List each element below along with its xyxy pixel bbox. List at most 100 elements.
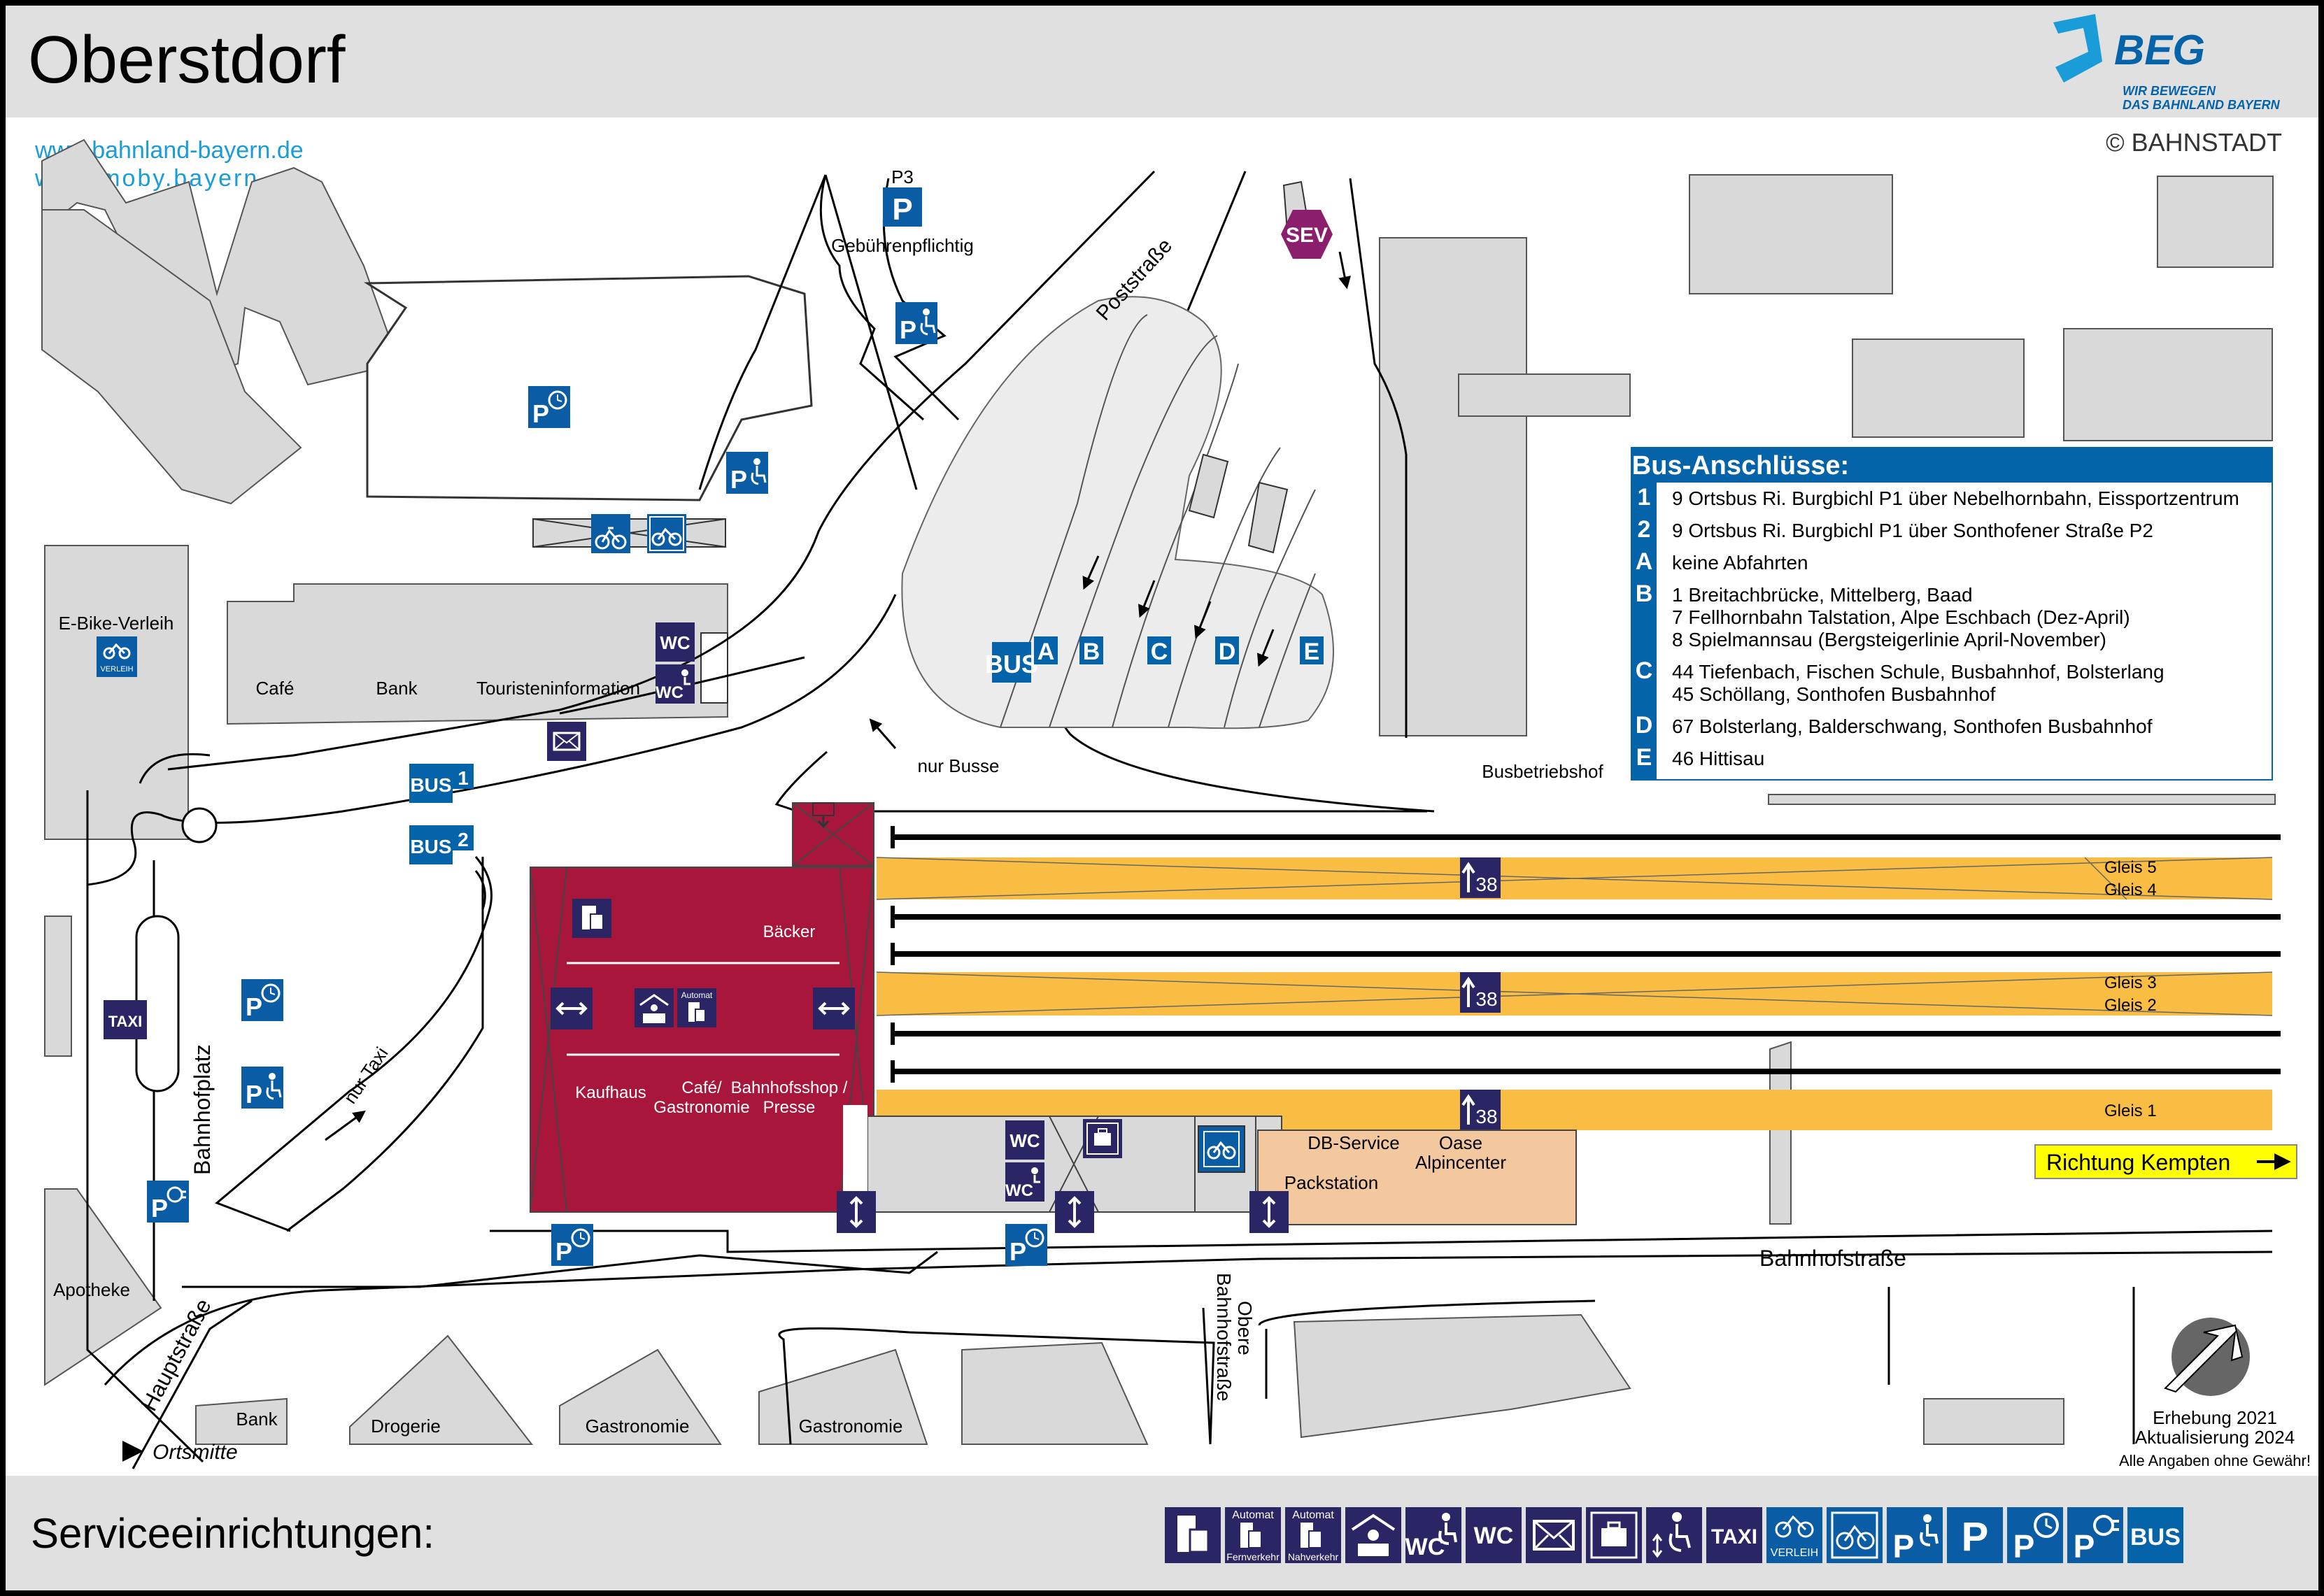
svg-text:Richtung Kempten: Richtung Kempten: [2046, 1150, 2230, 1175]
tracks: [876, 826, 2281, 1130]
label-bank-2: Bank: [236, 1409, 278, 1430]
ev-charging-parking-icon[interactable]: P: [147, 1181, 189, 1223]
ticket-counter-icon: [1345, 1507, 1401, 1563]
label-disclaimer: Alle Angaben ohne Gewähr!: [2119, 1452, 2311, 1469]
short-term-parking-icon[interactable]: P: [1005, 1224, 1047, 1266]
ticket-machine-icon[interactable]: [572, 899, 611, 938]
accessible-wc-icon[interactable]: WC: [1005, 1162, 1044, 1202]
svg-text:WC: WC: [1009, 1130, 1040, 1151]
roundabout: [181, 807, 218, 843]
accessible-parking-icon[interactable]: P: [241, 1067, 283, 1109]
short-term-parking-icon: P: [2007, 1507, 2063, 1565]
bus-stop-icon: BUS: [2127, 1507, 2183, 1563]
bay-c: C: [1151, 639, 1168, 665]
bus-route-line: 9 Ortsbus Ri. Burgbichl P1 über Nebelhor…: [1672, 487, 2239, 509]
svg-text:Fernverkehr: Fernverkehr: [1226, 1551, 1280, 1562]
svg-text:SEV: SEV: [1286, 224, 1328, 247]
bike-parking-icon[interactable]: [647, 514, 686, 553]
label-drogerie: Drogerie: [371, 1416, 441, 1437]
svg-text:P: P: [730, 465, 747, 494]
svg-text:38: 38: [1475, 988, 1497, 1010]
short-term-parking-icon[interactable]: P: [241, 979, 283, 1021]
background-buildings: [41, 138, 2276, 1445]
header-bar: [6, 6, 2318, 117]
label-apotheke: Apotheke: [53, 1279, 130, 1300]
mailbox-icon[interactable]: [547, 722, 586, 761]
parking-icon-p3[interactable]: P: [883, 187, 922, 227]
underpass-2-icon[interactable]: [1055, 1191, 1094, 1233]
logo-tagline-2: DAS BAHNLAND BAYERN: [2123, 98, 2281, 112]
label-bahnhofplatz: Bahnhofplatz: [190, 1044, 215, 1175]
svg-text:Automat: Automat: [1292, 1509, 1334, 1521]
bike-parking-icon[interactable]: [1198, 1125, 1245, 1173]
accessible-lift-icon: [1646, 1507, 1702, 1563]
bus-route-line: keine Abfahrten: [1672, 552, 1808, 573]
underpass-1-icon[interactable]: [837, 1191, 876, 1233]
short-term-parking-icon[interactable]: P: [528, 386, 570, 428]
bike-parking-icon: [1827, 1507, 1883, 1563]
luggage-locker-icon: [1586, 1507, 1642, 1563]
north-arrow-icon: [2164, 1318, 2250, 1396]
bus-table-title: Bus-Anschlüsse:: [1632, 451, 1849, 480]
svg-text:WC: WC: [660, 632, 690, 653]
label-gastronomie-1: Gastronomie: [586, 1416, 690, 1437]
logo-tagline-1: WIR BEWEGEN: [2123, 84, 2216, 98]
stairs-down-icon: [812, 802, 835, 829]
svg-text:WC: WC: [1005, 1181, 1033, 1200]
accessible-wc-icon[interactable]: WC: [656, 664, 695, 704]
taxi-icon[interactable]: TAXI: [104, 1000, 147, 1039]
bus-stop-2-icon[interactable]: BUS 2: [409, 825, 474, 864]
bus-route-key: D: [1636, 712, 1653, 739]
luggage-locker-icon[interactable]: [1083, 1119, 1122, 1158]
svg-text:Automat: Automat: [1232, 1509, 1274, 1521]
bus-station-area: [901, 296, 1334, 729]
copyright: © BAHNSTADT: [2106, 128, 2282, 157]
short-term-parking-icon[interactable]: P: [551, 1224, 593, 1266]
bike-rental-icon[interactable]: VERLEIH: [97, 636, 137, 677]
svg-text:P: P: [2013, 1528, 2035, 1565]
wc-icon[interactable]: WC: [656, 622, 695, 662]
bus-route-line: 1 Breitachbrücke, Mittelberg, Baad: [1672, 584, 1973, 606]
label-bahnhofstrasse: Bahnhofstraße: [1759, 1246, 1906, 1271]
accessible-parking-icon[interactable]: P: [895, 302, 937, 344]
svg-text:P: P: [151, 1194, 168, 1223]
parking-icon: P: [1947, 1507, 2003, 1563]
bay-d: D: [1219, 639, 1236, 665]
svg-text:P: P: [246, 1080, 262, 1109]
label-baecker: Bäcker: [763, 922, 816, 941]
svg-text:P: P: [1893, 1528, 1915, 1565]
svg-text:P: P: [555, 1237, 572, 1266]
ticket-counter-icon[interactable]: [635, 988, 674, 1027]
label-erhebung: Erhebung 2021: [2153, 1407, 2277, 1428]
label-fee: Gebührenpflichtig: [831, 235, 974, 256]
stairs-left-icon[interactable]: [551, 988, 593, 1029]
svg-text:BUS: BUS: [2130, 1524, 2181, 1551]
accessible-wc-icon: WC: [1405, 1507, 1461, 1563]
svg-text:38: 38: [1475, 1106, 1497, 1127]
wc-icon[interactable]: WC: [1005, 1120, 1044, 1160]
label-p3: P3: [891, 166, 914, 187]
label-packstation: Packstation: [1284, 1172, 1378, 1193]
label-cafe-gastronomie: Café/Gastronomie: [653, 1078, 749, 1117]
bus-route-line: 45 Schöllang, Sonthofen Busbahnhof: [1672, 683, 1996, 705]
underpass-3-icon[interactable]: [1249, 1191, 1289, 1233]
stairs-right-icon[interactable]: [813, 988, 855, 1029]
bay-a: A: [1037, 639, 1055, 665]
ticket-machine-icon: [1165, 1507, 1221, 1563]
bus-stop-1-icon[interactable]: BUS 1: [409, 764, 474, 803]
ticket-machine-regional-icon[interactable]: Automat: [677, 988, 716, 1027]
svg-text:P: P: [1009, 1237, 1026, 1266]
label-gastronomie-2: Gastronomie: [799, 1416, 903, 1437]
bus-bays: [1000, 314, 1316, 728]
accessible-parking-icon[interactable]: P: [726, 452, 768, 494]
bay-b: B: [1083, 639, 1100, 665]
bus-route-key: B: [1636, 580, 1653, 607]
mailbox-icon: [1526, 1507, 1582, 1563]
ev-bike-parking-icon[interactable]: [591, 514, 630, 553]
